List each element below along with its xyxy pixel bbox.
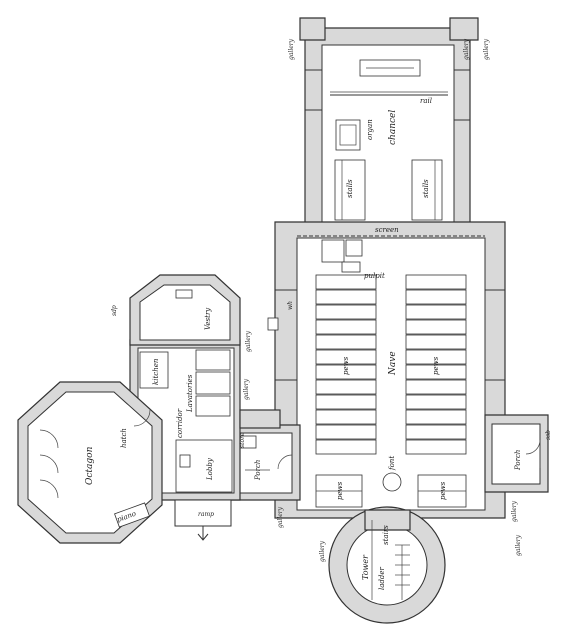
label-tower: Tower <box>361 554 370 580</box>
label-gallery-2: gallery <box>483 38 490 60</box>
label-chancel: chancel <box>388 110 398 145</box>
label-kitchen: kitchen <box>152 358 160 385</box>
label-gallery-4: gallery <box>511 500 518 522</box>
chancel-block <box>299 17 479 226</box>
label-gallery-3: gallery <box>277 506 284 528</box>
label-lavatories: Lavatories <box>186 374 194 413</box>
hall-block <box>129 339 241 541</box>
wh-box <box>267 317 279 331</box>
label-lobby: Lobby <box>206 457 214 481</box>
label-gallery-9: gallery <box>463 38 470 60</box>
octagon-block <box>17 381 163 544</box>
label-stairs: stairs <box>382 525 390 545</box>
label-wh: wh <box>287 301 294 310</box>
label-pews-se: pews <box>439 481 447 500</box>
label-gallery-1: gallery <box>288 38 295 60</box>
stalls-right-box <box>411 159 443 221</box>
label-organ: organ <box>366 119 374 140</box>
label-porch-north: Porch <box>514 450 522 471</box>
piano-box <box>114 502 150 528</box>
porch-north-block <box>484 414 549 493</box>
label-rail-upper: rail <box>420 97 432 105</box>
organ-box <box>335 119 361 151</box>
label-gallery-7: gallery <box>245 330 252 352</box>
label-screen: screen <box>375 226 399 234</box>
font-bowl <box>382 472 402 492</box>
stalls-left-box <box>334 159 366 221</box>
label-stalls-right: stalls <box>422 179 430 198</box>
ramp-box <box>174 499 232 527</box>
label-pews-left: pews <box>342 356 350 375</box>
tower-block <box>328 506 446 624</box>
label-ramp: ramp <box>198 511 214 518</box>
label-vestry: Vestry <box>204 307 212 330</box>
label-gallery-5: gallery <box>319 540 326 562</box>
label-corridor: corridor <box>176 408 184 438</box>
label-nave: Nave <box>388 351 398 376</box>
label-pulpit: pulpit <box>364 272 385 280</box>
label-pews-sw: pews <box>336 481 344 500</box>
label-gallery-8: gallery <box>515 534 522 556</box>
label-pews-right: pews <box>432 356 440 375</box>
label-hatch: hatch <box>120 428 128 448</box>
label-stalls-left: stalls <box>346 179 354 198</box>
nave-block <box>274 221 506 519</box>
label-font: font <box>388 456 396 471</box>
pulpit-box <box>321 239 345 263</box>
label-ladder: ladder <box>378 566 386 590</box>
labels: chancel organ rail stalls stalls screen … <box>85 38 552 590</box>
label-porch-south: Porch <box>254 460 262 481</box>
label-store: store <box>239 432 246 448</box>
pews-right-group <box>405 274 467 455</box>
label-octagon: Octagon <box>85 446 95 485</box>
label-gallery-6: gallery <box>243 378 250 400</box>
label-ssb: ssb <box>545 430 552 440</box>
vestry-block <box>129 274 241 346</box>
pews-left-group <box>315 274 377 455</box>
kitchen-box <box>139 351 169 389</box>
label-sdp: sdp <box>111 305 118 316</box>
porch-south-block <box>231 424 301 501</box>
